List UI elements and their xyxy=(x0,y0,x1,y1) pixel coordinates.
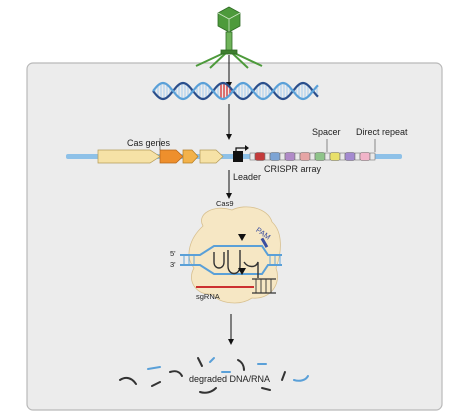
cas-genes-label: Cas genes xyxy=(127,138,171,148)
cas-gene-4 xyxy=(199,149,224,164)
cas9-complex: PAM xyxy=(180,206,282,304)
crispr-array xyxy=(249,152,376,161)
spacer-label: Spacer xyxy=(312,127,341,137)
degraded-label: degraded DNA/RNA xyxy=(189,374,270,384)
spacer-unit xyxy=(254,152,266,161)
bacteriophage-icon xyxy=(195,6,263,69)
direct-repeat-unit xyxy=(324,152,331,161)
direct-repeat-unit xyxy=(294,152,301,161)
sgrna-label: sgRNA xyxy=(196,292,220,301)
direct-repeat-unit xyxy=(249,152,256,161)
helix-strand-a xyxy=(152,81,319,101)
leader-label: Leader xyxy=(233,172,261,182)
cas9-label: Cas9 xyxy=(216,199,234,208)
cas-gene-1 xyxy=(97,149,161,164)
five-prime-label: 5' xyxy=(170,249,176,258)
pam-site xyxy=(260,237,269,248)
direct-repeat-label: Direct repeat xyxy=(356,127,408,137)
three-prime-label: 3' xyxy=(170,260,176,269)
spacer-unit xyxy=(344,152,356,161)
direct-repeat-unit xyxy=(279,152,286,161)
spacer-unit xyxy=(314,152,326,161)
dna-rungs xyxy=(183,255,281,265)
direct-repeat-unit xyxy=(369,152,376,161)
spacer-unit xyxy=(329,152,341,161)
sgrna-stem-rungs xyxy=(255,279,272,293)
dna-helix xyxy=(152,81,319,101)
spacer-unit xyxy=(299,152,311,161)
crispr-array-label: CRISPR array xyxy=(264,164,322,174)
cas-gene-3 xyxy=(182,149,199,164)
sgrna-hairpin-1 xyxy=(213,252,225,269)
degraded-fragments xyxy=(119,357,309,394)
spacer-unit xyxy=(284,152,296,161)
sgrna-hairpin-3 xyxy=(243,261,259,278)
spacer-unit xyxy=(359,152,371,161)
cas-gene-2 xyxy=(159,149,184,164)
cleavage-site-bottom-icon xyxy=(238,268,246,275)
sgrna-hairpin-2 xyxy=(227,250,241,275)
promoter-arrowhead-icon xyxy=(245,145,249,151)
direct-repeat-unit xyxy=(309,152,316,161)
spacer-unit xyxy=(269,152,281,161)
helix-strand-b xyxy=(152,81,319,101)
direct-repeat-unit xyxy=(264,152,271,161)
cleavage-site-top-icon xyxy=(238,234,246,241)
direct-repeat-unit xyxy=(354,152,361,161)
direct-repeat-unit xyxy=(339,152,346,161)
cas9-protein xyxy=(188,206,281,304)
leader-block xyxy=(233,151,243,162)
